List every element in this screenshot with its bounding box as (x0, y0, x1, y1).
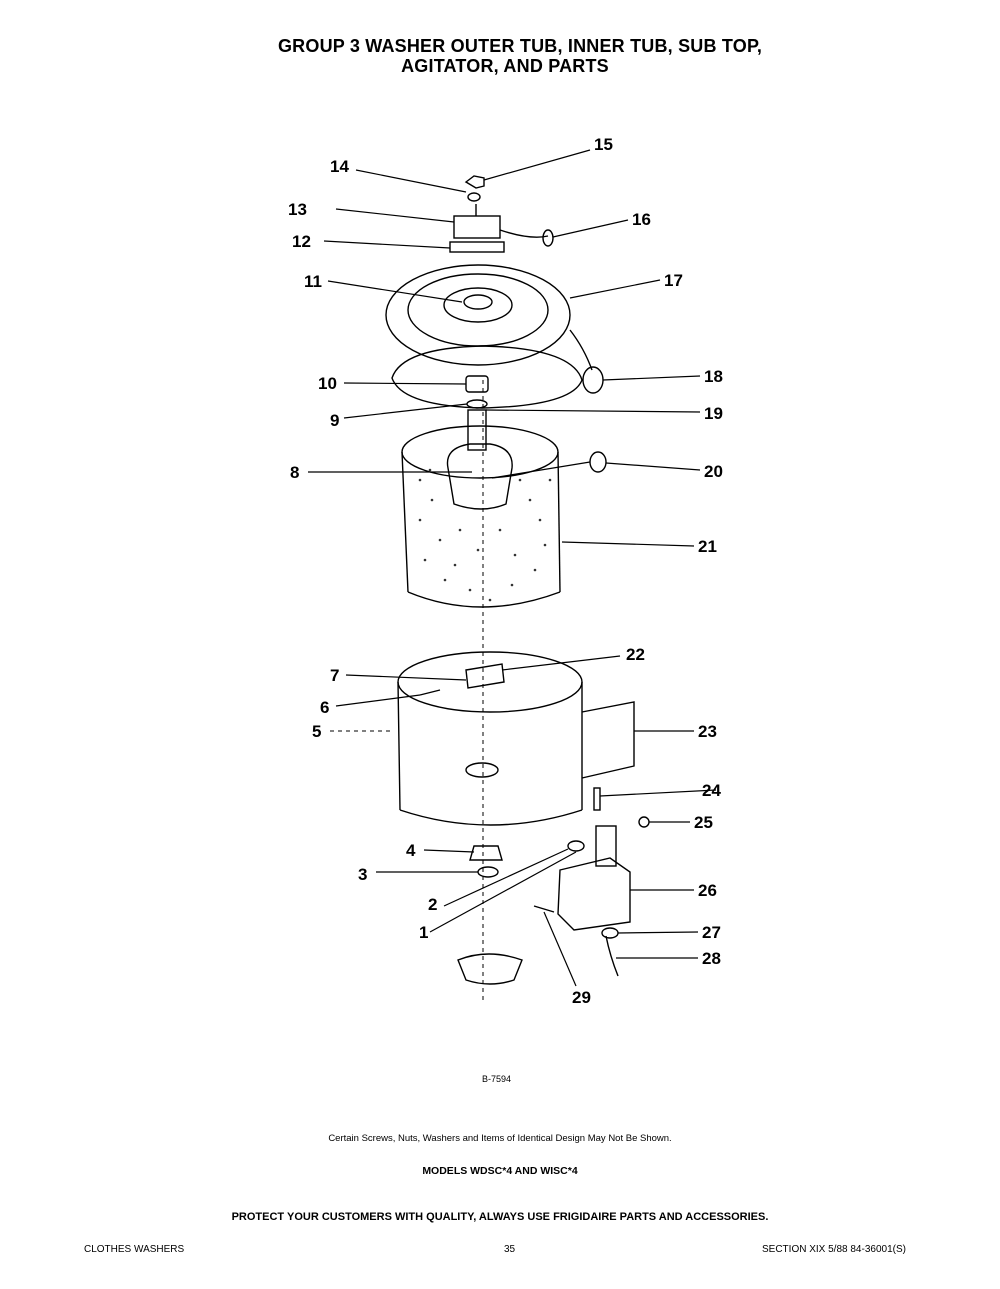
callout-13: 13 (288, 200, 307, 219)
part-18-clip (582, 366, 604, 394)
part-3-washer (477, 866, 499, 878)
part-4-seal (469, 845, 503, 861)
part-23-hub-opening (465, 762, 499, 778)
callout-18: 18 (704, 367, 723, 386)
part-11-hub (463, 294, 493, 310)
part-16-wire (499, 229, 549, 238)
leader-lines (308, 149, 717, 987)
part-21-left-wall (401, 451, 409, 593)
part-21-perforations (418, 468, 552, 602)
page-title-line-1: GROUP 3 WASHER OUTER TUB, INNER TUB, SUB… (277, 36, 763, 56)
callout-25: 25 (694, 813, 713, 832)
callout-5: 5 (312, 722, 321, 741)
callout-27: 27 (702, 923, 721, 942)
part-8-shaft (467, 409, 487, 451)
part-6-screw (419, 689, 441, 696)
callout-22: 22 (626, 645, 645, 664)
part-21-right-wall (557, 451, 561, 593)
part-27-clamp (601, 927, 619, 939)
part-21-tub-top (401, 425, 559, 479)
callout-29: 29 (572, 988, 591, 1007)
callout-21: 21 (698, 537, 717, 556)
callout-15: 15 (594, 135, 613, 154)
footer-page-number: 35 (504, 1244, 516, 1255)
part-15-elbow (464, 175, 485, 189)
callout-4: 4 (406, 841, 416, 860)
part-17-subtop (385, 264, 571, 366)
callout-1: 1 (419, 923, 428, 942)
callout-14: 14 (330, 157, 349, 176)
promo-line: PROTECT YOUR CUSTOMERS WITH QUALITY, ALW… (231, 1211, 769, 1223)
callout-2: 2 (428, 895, 437, 914)
part-23-left-wall (397, 681, 401, 811)
transmission-outline (457, 953, 523, 985)
callout-10: 10 (318, 374, 337, 393)
part-17-inner-ring (407, 273, 549, 347)
callout-3: 3 (358, 865, 367, 884)
callout-24: 24 (702, 781, 721, 800)
part-22-bracket (465, 663, 505, 689)
callout-labels: 1 2 3 4 5 6 7 8 9 10 11 12 13 14 15 16 1… (288, 135, 723, 1007)
part-14-nut (467, 192, 481, 202)
figure-code: B-7594 (482, 1074, 512, 1084)
callout-28: 28 (702, 949, 721, 968)
part-13-cap (453, 215, 501, 239)
callout-8: 8 (290, 463, 299, 482)
part-8-agitator-body (446, 443, 513, 510)
models-line: MODELS WDSC*4 AND WISC*4 (422, 1165, 578, 1177)
callout-9: 9 (330, 411, 339, 430)
exploded-parts-diagram: 1 2 3 4 5 6 7 8 9 10 11 12 13 14 15 16 1… (288, 135, 723, 1007)
callout-7: 7 (330, 666, 339, 685)
callout-23: 23 (698, 722, 717, 741)
part-19-gasket (391, 345, 583, 409)
callout-16: 16 (632, 210, 651, 229)
footer-right: SECTION XIX 5/88 84-36001(S) (762, 1244, 906, 1255)
part-28-hose (605, 935, 619, 977)
part-10-spanner-nut (465, 375, 489, 393)
part-26-pump-housing (595, 825, 617, 867)
page-title-line-2: AGITATOR, AND PARTS (401, 56, 609, 76)
callout-11: 11 (304, 272, 322, 291)
part-29-screw (533, 905, 555, 913)
part-23-bottom (399, 809, 583, 826)
callout-20: 20 (704, 462, 723, 481)
part-25-screw (638, 816, 650, 828)
omission-note: Certain Screws, Nuts, Washers and Items … (328, 1133, 672, 1144)
callout-26: 26 (698, 881, 717, 900)
part-11-bearing (443, 287, 513, 323)
part-2-clamp (567, 840, 585, 852)
callout-17: 17 (664, 271, 683, 290)
footer-left: CLOTHES WASHERS (84, 1244, 185, 1255)
part-20-screw (589, 451, 607, 473)
callout-12: 12 (292, 232, 311, 251)
part-23-side-panel (581, 701, 635, 779)
part-23-tub-rim (397, 651, 583, 713)
callout-6: 6 (320, 698, 329, 717)
part-18-hose (569, 329, 593, 371)
part-9-washer (466, 399, 488, 409)
part-21-bottom (407, 591, 561, 608)
part-16-screw (542, 229, 554, 247)
part-12-seal (449, 241, 505, 253)
part-26-pump (557, 857, 631, 931)
callout-19: 19 (704, 404, 723, 423)
part-24-pin (593, 787, 601, 811)
